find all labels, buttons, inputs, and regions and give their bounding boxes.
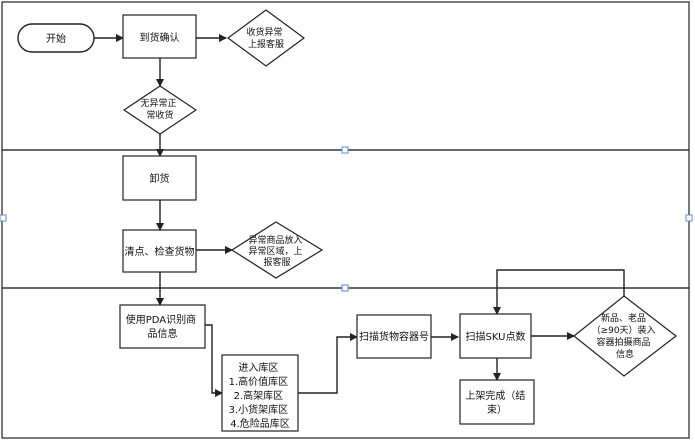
lane-putaway [1, 287, 690, 439]
node-shelving-done[interactable] [459, 379, 535, 425]
node-enter-zone[interactable] [221, 354, 299, 432]
node-abnormal-goods[interactable] [230, 221, 324, 279]
node-enter-zone-label: 进入库区 1.高价值库区 2.高架库区 3.小货架库区 4.危险品库区 [229, 361, 292, 430]
node-pda-identify-label: 使用PDA识别商 品信息 [126, 313, 200, 340]
selection-handle[interactable] [341, 146, 349, 154]
node-receipt-exception-label: 收货异常 上报客服 [247, 26, 286, 50]
node-abnormal-goods-label: 异常商品放入 异常区域，上 报客服 [249, 234, 306, 268]
node-scan-sku[interactable] [459, 313, 532, 359]
lane-unloading [1, 149, 690, 289]
selection-handle[interactable] [341, 284, 349, 292]
node-scan-container[interactable] [356, 314, 432, 359]
node-scan-sku-label: 扫描SKU点数 [466, 330, 526, 343]
node-pda-identify[interactable] [119, 304, 206, 349]
lane-receiving [1, 1, 690, 151]
node-arrival-confirm[interactable] [122, 14, 197, 59]
node-unload[interactable] [122, 155, 197, 201]
node-start[interactable] [17, 23, 95, 53]
edge-zone-to-scan-container [298, 333, 358, 394]
edge-newproduct-loop-to-sku [493, 269, 625, 315]
node-new-product-label: 新品、老品 （≥90天）装入 容器拍摄商品 信息 [592, 312, 659, 360]
node-start-label: 开始 [46, 32, 66, 45]
node-new-product[interactable] [573, 295, 677, 377]
node-receipt-exception[interactable] [226, 9, 306, 67]
node-inspect-label: 清点、检查货物 [125, 245, 195, 258]
node-no-exception-label: 无异常正 常收货 [141, 97, 180, 121]
node-shelving-done-label: 上架完成（结 束） [465, 389, 528, 416]
selection-handle[interactable] [0, 214, 7, 222]
node-inspect[interactable] [122, 229, 197, 273]
node-unload-label: 卸货 [150, 172, 170, 185]
node-no-exception[interactable] [122, 85, 198, 135]
selection-handle[interactable] [685, 214, 693, 222]
edge-pda-to-zone [205, 324, 223, 397]
node-scan-container-label: 扫描货物容器号 [359, 330, 429, 343]
node-arrival-confirm-label: 到货确认 [140, 31, 180, 44]
